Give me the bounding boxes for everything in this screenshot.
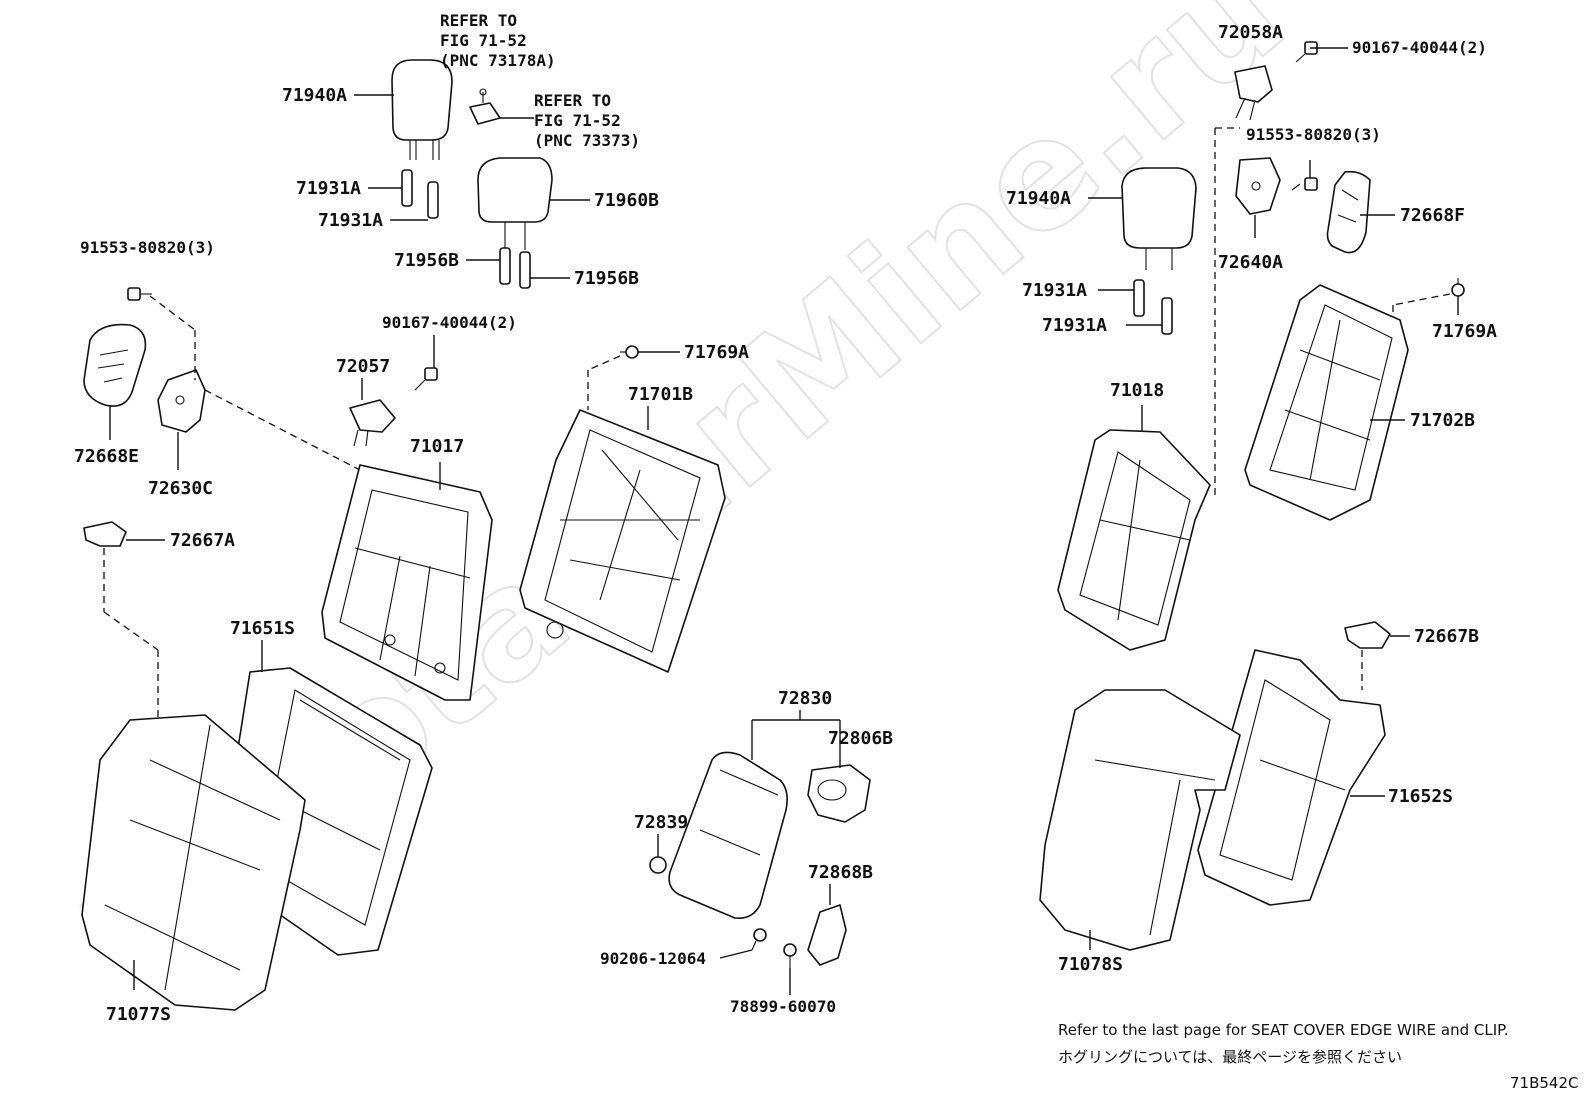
leader-lines <box>109 47 1459 995</box>
label-71017: 71017 <box>410 436 464 457</box>
seatback-cover-71078S-part <box>1039 689 1241 951</box>
label-72640A: 72640A <box>1218 252 1283 273</box>
figure-code: 71B542C <box>1510 1074 1578 1092</box>
refer-note-2-line3: (PNC 73373) <box>534 131 640 150</box>
label-71931A-right-1: 71931A <box>1022 280 1087 301</box>
label-71078S: 71078S <box>1058 954 1123 975</box>
armrest-72830-part <box>668 751 788 920</box>
bolt-91553-right-part <box>1291 177 1318 191</box>
label-90167-right: 90167-40044(2) <box>1352 38 1487 57</box>
headrest-center-part <box>477 157 553 250</box>
bracket-72630C-part <box>157 369 206 433</box>
note-hog-ring-japanese: ホグリングについては、最終ページを参照ください <box>1058 1048 1402 1066</box>
label-72868B: 72868B <box>808 862 873 883</box>
bracket-72640A-part <box>1235 157 1281 215</box>
refer-note-1-line1: REFER TO <box>440 11 517 30</box>
seatback-board-71701B-part <box>519 409 726 673</box>
refer-note-1-line2: FIG 71-52 <box>440 31 527 50</box>
label-90206: 90206-12064 <box>600 949 706 968</box>
label-72667B: 72667B <box>1414 626 1479 647</box>
label-72058A: 72058A <box>1218 22 1283 43</box>
bolt-left-part <box>127 287 152 301</box>
clip-right-part <box>1451 278 1465 297</box>
refer-note-2-line1: REFER TO <box>534 91 611 110</box>
bolt-mid-part <box>414 367 438 391</box>
refer-note-2-line2: FIG 71-52 <box>534 111 621 130</box>
screw-90206-part <box>751 928 767 951</box>
hook-72667A-part <box>83 521 127 547</box>
label-71702B: 71702B <box>1410 410 1475 431</box>
label-72630C: 72630C <box>148 478 213 499</box>
clip-mid-part <box>620 345 639 359</box>
label-78899: 78899-60070 <box>730 997 836 1016</box>
label-71931A-left-2: 71931A <box>318 210 383 231</box>
cover-72668E-part <box>83 323 147 407</box>
note-seat-cover-edge-wire: Refer to the last page for SEAT COVER ED… <box>1058 1021 1509 1039</box>
label-72057: 72057 <box>336 356 390 377</box>
label-72839: 72839 <box>634 812 688 833</box>
lock-knob-part <box>469 88 501 125</box>
label-72806B: 72806B <box>828 728 893 749</box>
seatback-frame-71018-part <box>1057 429 1211 651</box>
label-71956B-2: 71956B <box>574 268 639 289</box>
label-71651S: 71651S <box>230 618 295 639</box>
label-71769A-right: 71769A <box>1432 321 1497 342</box>
headrest-support-pins-left <box>401 169 439 219</box>
dash-bolt-bracket <box>149 295 196 331</box>
seatback-board-71702B-part <box>1244 284 1409 521</box>
dash-hook-cover2 <box>103 611 159 651</box>
label-71931A-left-1: 71931A <box>296 178 361 199</box>
label-71701B: 71701B <box>628 384 693 405</box>
label-72830: 72830 <box>778 688 832 709</box>
label-71652S: 71652S <box>1388 786 1453 807</box>
headrest-support-pins-right <box>1133 279 1173 335</box>
label-71940A-left: 71940A <box>282 85 347 106</box>
label-90167-mid: 90167-40044(2) <box>382 313 517 332</box>
hook-72667B-part <box>1344 621 1391 649</box>
cup-holder-72806B-part <box>807 764 871 823</box>
hinge-72058A-part <box>1234 65 1273 121</box>
dash-bracket-frame <box>204 389 361 471</box>
seatback-frame-71017-part <box>321 464 493 701</box>
headrest-support-pins-center <box>499 247 531 289</box>
dash-right-clip <box>1392 293 1451 306</box>
label-71077S: 71077S <box>106 1004 171 1025</box>
refer-note-1-line3: (PNC 73178A) <box>440 51 556 70</box>
label-71769A-mid: 71769A <box>684 342 749 363</box>
label-71931A-right-2: 71931A <box>1042 315 1107 336</box>
label-72668F: 72668F <box>1400 205 1465 226</box>
cover-72668F-part <box>1326 170 1371 254</box>
dash-clip-board <box>587 355 621 371</box>
hinge-72057-part <box>349 399 396 447</box>
seatback-pad-71652S-part <box>1197 649 1386 906</box>
label-72668E: 72668E <box>74 446 139 467</box>
label-71018: 71018 <box>1110 380 1164 401</box>
headrest-left-part <box>391 59 453 160</box>
stopper-72839-part <box>649 856 667 874</box>
clip-78899-part <box>783 943 797 968</box>
armrest-cover-72868B-part <box>807 904 847 966</box>
seatback-cover-71077S-part <box>81 714 306 1011</box>
label-91553-left: 91553-80820(3) <box>80 238 215 257</box>
label-71960B: 71960B <box>594 190 659 211</box>
headrest-right-part <box>1121 167 1197 270</box>
label-91553-right: 91553-80820(3) <box>1246 125 1381 144</box>
label-72667A: 72667A <box>170 530 235 551</box>
label-71940A-right: 71940A <box>1006 188 1071 209</box>
label-71956B-1: 71956B <box>394 250 459 271</box>
